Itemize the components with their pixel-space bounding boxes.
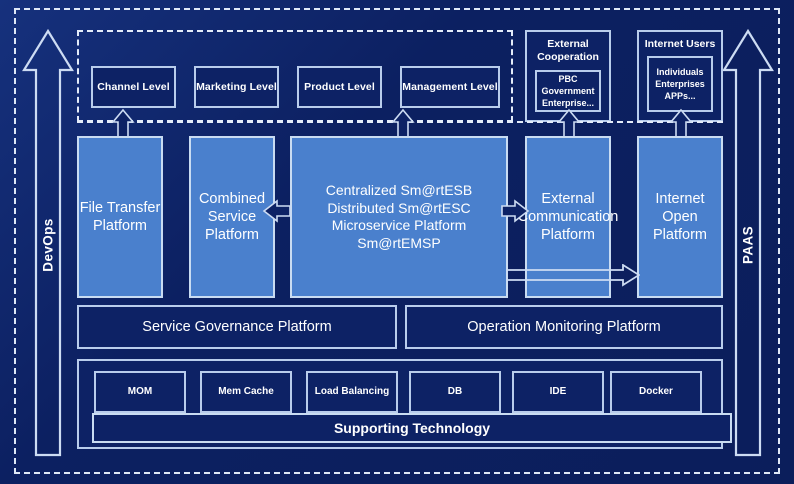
- tech-box-load-balancing[interactable]: Load Balancing: [306, 371, 398, 413]
- platform-label: File Transfer Platform: [79, 199, 161, 234]
- flow-arrow-long-internet-open: [506, 264, 640, 290]
- internet-users-detail: Individuals Enterprises APPs...: [647, 56, 713, 112]
- tech-box-mem-cache[interactable]: Mem Cache: [200, 371, 292, 413]
- level-label: Marketing Level: [196, 81, 277, 93]
- tech-box-ide[interactable]: IDE: [512, 371, 604, 413]
- flow-arrow-up-management: [390, 108, 416, 138]
- tech-box-docker[interactable]: Docker: [610, 371, 702, 413]
- internet-users-title: Internet Users: [644, 38, 716, 50]
- level-box-product[interactable]: Product Level: [297, 66, 382, 108]
- devops-arrow-label: DevOps: [40, 218, 56, 272]
- paas-arrow-label: PAAS: [740, 225, 756, 265]
- paas-arrow: [722, 28, 774, 458]
- tech-label: MOM: [127, 385, 153, 397]
- flow-arrow-up-channel: [110, 108, 136, 138]
- level-box-marketing[interactable]: Marketing Level: [194, 66, 279, 108]
- level-box-management[interactable]: Management Level: [400, 66, 500, 108]
- service-governance-platform[interactable]: Service Governance Platform: [77, 305, 397, 349]
- tech-label: Mem Cache: [218, 385, 274, 397]
- governance-label: Operation Monitoring Platform: [467, 319, 661, 335]
- platform-combined-service[interactable]: Combined Service Platform: [189, 136, 275, 298]
- supporting-technology-label: Supporting Technology: [333, 420, 491, 436]
- governance-label: Service Governance Platform: [142, 319, 332, 335]
- flow-arrow-up-internet-users: [668, 108, 694, 138]
- tech-box-mom[interactable]: MOM: [94, 371, 186, 413]
- internet-users-box[interactable]: Internet Users Individuals Enterprises A…: [637, 30, 723, 122]
- external-cooperation-box[interactable]: External Cooperation PBC Government Ente…: [525, 30, 611, 122]
- external-cooperation-detail: PBC Government Enterprise...: [535, 70, 601, 112]
- tech-box-db[interactable]: DB: [409, 371, 501, 413]
- flow-arrow-right-external-comm: [500, 198, 530, 224]
- outer-dashed-frame: [14, 8, 780, 474]
- flow-arrow-up-external-cooperation: [556, 108, 582, 138]
- level-label: Channel Level: [97, 81, 170, 93]
- flow-arrow-left-combined: [262, 198, 292, 224]
- platform-label: Internet Open Platform: [653, 190, 707, 244]
- devops-arrow: [22, 28, 74, 458]
- platform-internet-open[interactable]: Internet Open Platform: [637, 136, 723, 298]
- tech-label: DB: [447, 385, 463, 397]
- platform-file-transfer[interactable]: File Transfer Platform: [77, 136, 163, 298]
- tech-label: Docker: [639, 385, 673, 397]
- tech-label: IDE: [549, 385, 567, 397]
- platform-external-communication[interactable]: External Communication Platform: [518, 136, 618, 298]
- operation-monitoring-platform[interactable]: Operation Monitoring Platform: [405, 305, 723, 349]
- platform-label: Combined Service Platform: [198, 190, 266, 244]
- level-box-channel[interactable]: Channel Level: [91, 66, 176, 108]
- supporting-technology-banner[interactable]: Supporting Technology: [92, 413, 732, 443]
- level-label: Management Level: [402, 81, 498, 93]
- external-cooperation-title: External Cooperation: [537, 38, 599, 64]
- level-label: Product Level: [304, 81, 375, 93]
- platform-label: External Communication Platform: [517, 190, 619, 244]
- tech-label: Load Balancing: [314, 385, 390, 397]
